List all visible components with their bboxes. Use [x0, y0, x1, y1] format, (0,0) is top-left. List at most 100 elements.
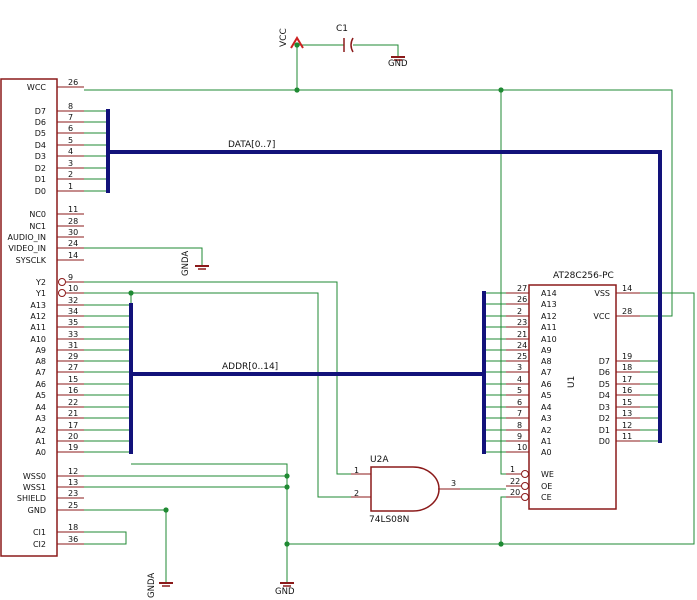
connector-pin-num-wss0: 12	[68, 467, 78, 476]
eeprom-pin-name-a14: A14	[541, 289, 557, 298]
connector-pin-name-d2: D2	[35, 164, 46, 173]
eeprom-pin-num-a7: 3	[517, 363, 522, 372]
eeprom-pin-name-d7: D7	[599, 357, 610, 366]
eeprom-pin-num-a10: 21	[517, 330, 527, 339]
eeprom-pin-num-a14: 27	[517, 284, 527, 293]
eeprom-part-name: AT28C256-PC	[553, 271, 614, 281]
connector-pin-num-gnd: 25	[68, 501, 78, 510]
connector-pin-num-d1: 2	[68, 170, 73, 179]
connector-pin-num-sysclk: 14	[68, 251, 78, 260]
cap-gnd-wire	[353, 44, 399, 57]
gnd-vertical-wire	[131, 463, 288, 583]
gate-pin-in2: 2	[354, 489, 359, 498]
connector-pin-name-d6: D6	[35, 118, 46, 127]
eeprom-inv-bubble	[521, 482, 529, 490]
eeprom-pin-num-d5: 17	[622, 375, 632, 384]
connector-pin-name-wss1: WSS1	[23, 483, 46, 492]
eeprom-pin-name-a2: A2	[541, 426, 552, 435]
junction-dot	[163, 507, 169, 513]
connector-pin-num-nc1: 28	[68, 217, 78, 226]
connector-pin-name-a2: A2	[35, 426, 46, 435]
eeprom-ref: U1	[567, 376, 577, 388]
connector-pin-name-shield: SHIELD	[17, 494, 46, 503]
gnda-label-bottom: GNDA	[147, 573, 157, 598]
connector-pin-name-a9: A9	[35, 346, 46, 355]
gnda-label-videoin: GNDA	[181, 251, 191, 276]
connector-pin-name-a10: A10	[30, 335, 46, 344]
ce-gnd-wire	[500, 496, 506, 544]
eeprom-pin-name-a10: A10	[541, 335, 557, 344]
connector-pin-num-a9: 31	[68, 341, 78, 350]
junction-dot	[284, 473, 290, 479]
eeprom-pin-num-a5: 5	[517, 386, 522, 395]
connector-pin-num-a11: 35	[68, 318, 78, 327]
eeprom-pin-name-vcc: VCC	[593, 312, 610, 321]
gate-pin-out: 3	[451, 479, 456, 488]
eeprom-pin-name-a1: A1	[541, 437, 552, 446]
eeprom-pin-name-d0: D0	[599, 437, 610, 446]
eeprom-pin-num-oe: 22	[510, 477, 520, 486]
connector-pin-name-gnd: GND	[28, 506, 46, 515]
connector-pin-num-d6: 7	[68, 113, 73, 122]
eeprom-pin-num-a11: 23	[517, 318, 527, 327]
eeprom-pin-name-we: WE	[541, 470, 554, 479]
eeprom-pin-num-a3: 7	[517, 409, 522, 418]
connector-pin-num-a0: 19	[68, 443, 78, 452]
connector-pin-num-d0: 1	[68, 182, 73, 191]
connector-pin-num-a12: 34	[68, 307, 78, 316]
connector-pin-num-a4: 22	[68, 398, 78, 407]
junction-dot	[284, 484, 290, 490]
junction-dot	[128, 290, 134, 296]
connector-pin-name-a4: A4	[35, 403, 46, 412]
y2-gate-wire	[84, 281, 351, 475]
connector-pin-num-nc0: 11	[68, 205, 78, 214]
eeprom-pin-num-a8: 25	[517, 352, 527, 361]
connector-pin-num-video-in: 24	[68, 239, 78, 248]
connector-pin-name-audio-in: AUDIO_IN	[8, 233, 47, 242]
labels-layer: VCC C1 GND GNDA GNDA GND DATA[0..7] ADDR…	[8, 24, 633, 598]
eeprom-pin-name-oe: OE	[541, 482, 552, 491]
connector-pin-name-a7: A7	[35, 368, 46, 377]
eeprom-pin-name-a13: A13	[541, 300, 557, 309]
connector-pin-num-audio-in: 30	[68, 228, 78, 237]
eeprom-pin-num-we: 1	[510, 465, 515, 474]
ci-loop-wire	[84, 531, 127, 545]
junctions-layer	[128, 42, 504, 547]
connector-pin-num-a5: 16	[68, 386, 78, 395]
connector-pin-name-ci2: CI2	[33, 540, 46, 549]
eeprom-pin-name-d3: D3	[599, 403, 610, 412]
eeprom-pin-num-d3: 15	[622, 398, 632, 407]
videoin-gnda-wire	[84, 247, 203, 266]
eeprom-pin-name-a4: A4	[541, 403, 552, 412]
junction-dot	[284, 541, 290, 547]
connector-pin-num-a13: 32	[68, 296, 78, 305]
junction-dot	[294, 42, 300, 48]
addr-bus-label: ADDR[0..14]	[222, 362, 278, 372]
eeprom-pin-name-d2: D2	[599, 414, 610, 423]
connector-pin-name-a6: A6	[35, 380, 46, 389]
gnd-label-cap: GND	[388, 59, 408, 69]
eeprom-pin-name-d6: D6	[599, 368, 610, 377]
connector-pin-name-nc1: NC1	[29, 222, 46, 231]
eeprom-pin-num-ce: 20	[510, 488, 520, 497]
connector-pin-num-wcc: 26	[68, 78, 78, 87]
eeprom-pin-num-a6: 4	[517, 375, 522, 384]
eeprom-pin-num-a9: 24	[517, 341, 527, 350]
connector-pin-num-a10: 33	[68, 330, 78, 339]
data-bus	[106, 150, 662, 443]
eeprom-pin-num-vss: 14	[622, 284, 632, 293]
eeprom-pin-num-d7: 19	[622, 352, 632, 361]
connector-pin-num-ci1: 18	[68, 523, 78, 532]
connector-pin-name-d0: D0	[35, 187, 46, 196]
connector-pin-num-d3: 4	[68, 147, 73, 156]
eeprom-pin-name-vss: VSS	[594, 289, 610, 298]
gate-ref: U2A	[370, 455, 389, 465]
eeprom-pin-num-vcc: 28	[622, 307, 632, 316]
eeprom-inv-bubble	[521, 470, 529, 478]
connector-pin-name-nc0: NC0	[29, 210, 46, 219]
eeprom-pin-name-a12: A12	[541, 312, 557, 321]
junction-dot	[294, 87, 300, 93]
connector-inv-bubble	[58, 289, 66, 297]
connector-pin-name-a5: A5	[35, 391, 46, 400]
